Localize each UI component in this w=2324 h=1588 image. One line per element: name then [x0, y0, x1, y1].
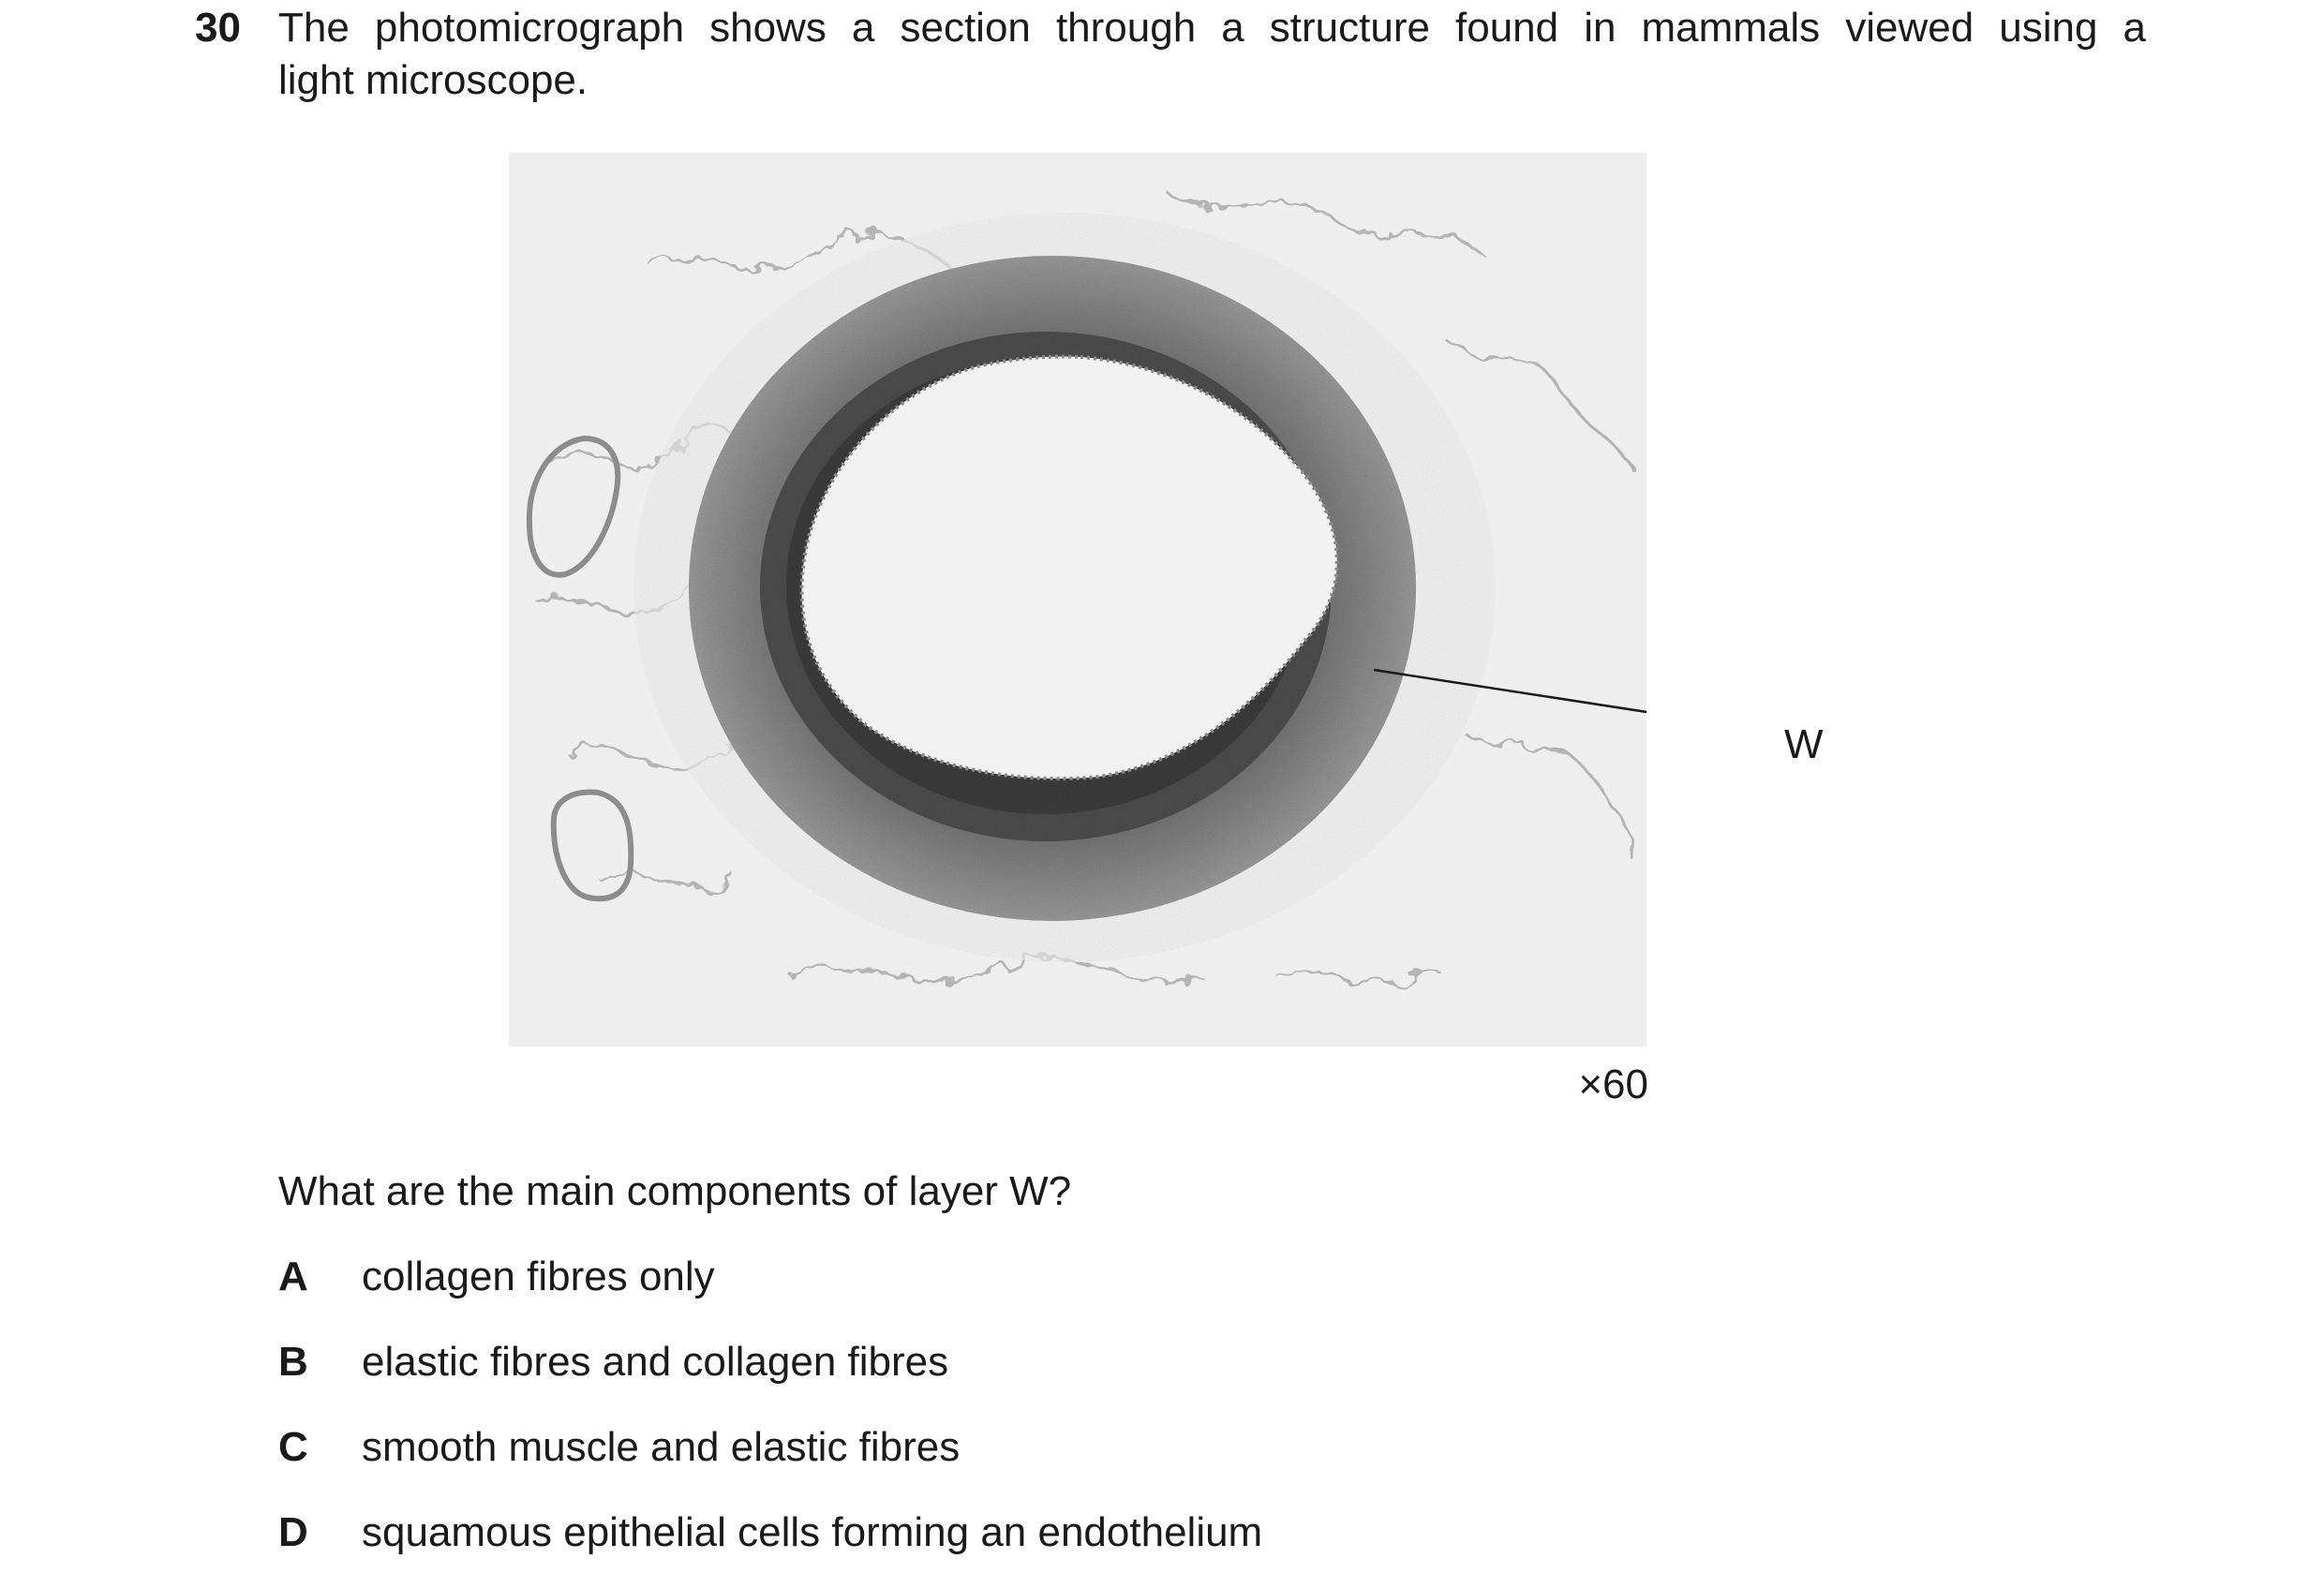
small-vessels: [526, 435, 634, 902]
question-number: 30: [195, 5, 241, 51]
question-prompt: What are the main components of layer W?: [278, 1168, 1072, 1214]
question-stem-line-2: light microscope.: [278, 57, 588, 103]
option-c-letter: C: [278, 1424, 308, 1470]
vessel-lumen: [799, 354, 1339, 781]
question-stem-line-1: The photomicrograph shows a section thro…: [278, 5, 2146, 51]
layer-w-label: W: [1784, 721, 1824, 767]
option-a-letter: A: [278, 1254, 308, 1299]
magnification-label: ×60: [1578, 1061, 1648, 1107]
option-d-text: squamous epithelial cells forming an end…: [362, 1509, 1263, 1555]
option-d-letter: D: [278, 1509, 308, 1555]
option-b-text: elastic fibres and collagen fibres: [362, 1339, 949, 1385]
photomicrograph: [509, 153, 1646, 1046]
option-b-letter: B: [278, 1339, 308, 1385]
label-w-leader-line: [1373, 668, 1646, 714]
option-a-text: collagen fibres only: [362, 1254, 715, 1299]
option-c-text: smooth muscle and elastic fibres: [362, 1424, 961, 1470]
question-stem: The photomicrograph shows a section thro…: [278, 2, 2146, 107]
